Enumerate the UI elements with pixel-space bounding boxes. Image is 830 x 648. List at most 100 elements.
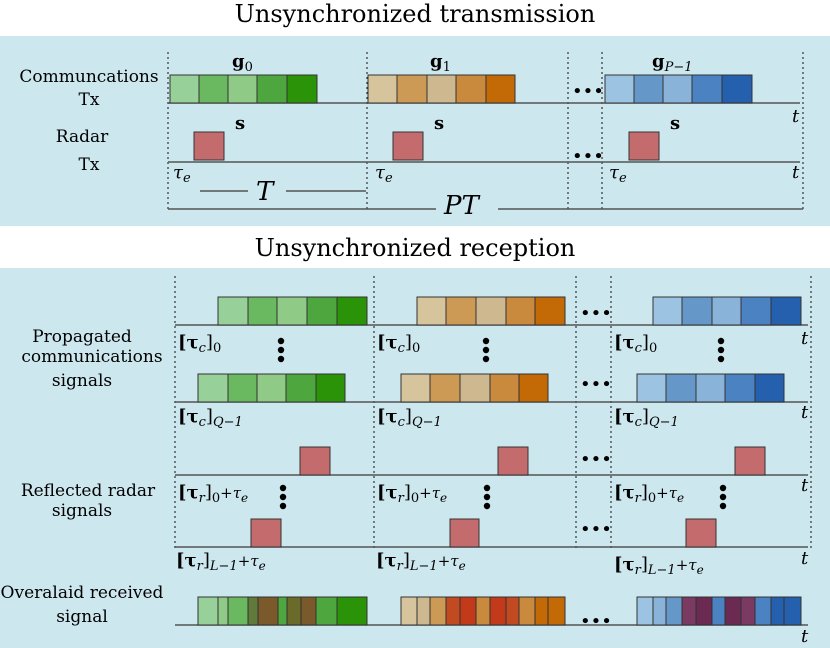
tx-panel	[0, 36, 830, 226]
rxQ-blue-1	[636, 373, 667, 403]
rx1-blue-2	[681, 296, 713, 326]
rxQ-green-2	[227, 373, 258, 403]
tau-r0-1-close: ]	[205, 482, 212, 503]
tau-cQ-label-3: [τc]Q−1	[614, 406, 679, 430]
tau-cQ-1-sub: c	[199, 415, 207, 430]
rx1-orange-2	[445, 296, 477, 326]
tau-e-1-sub: e	[183, 171, 191, 186]
rxQ-blue-2	[665, 373, 697, 403]
rxQ-orange-2	[429, 373, 461, 403]
tx-comm-blocks-gP	[604, 74, 753, 104]
tau-r0-1-e: e	[241, 491, 248, 505]
ov-green-6	[277, 596, 288, 626]
tau-cQ-2-sub: c	[398, 415, 406, 430]
tx-comm-time-label: t	[792, 106, 800, 127]
rx1-blue-3	[711, 296, 742, 326]
overlay-green-group	[197, 596, 368, 626]
g0-block-2	[198, 74, 229, 104]
tau-c0-3-idx: 0	[649, 341, 657, 356]
tau-cQ-3-sub: c	[635, 415, 643, 430]
tau-r0-2-base: [τ	[377, 482, 398, 503]
rxQ-green-5	[315, 373, 346, 403]
ov-orange-6	[475, 596, 491, 626]
tau-rL-2-close: ]	[403, 550, 410, 571]
g0-block-1	[169, 74, 200, 104]
rx-time-label-1: t	[801, 328, 809, 349]
rx-radarL-pulse-3	[685, 518, 717, 548]
tau-cQ-1-base: [τ	[178, 406, 199, 427]
g0-block-3	[227, 74, 258, 104]
gP-label: gP−1	[652, 51, 693, 75]
rx1-green-5	[336, 296, 368, 326]
rx-time-label-4: t	[801, 548, 809, 569]
overlay-blue-group	[636, 596, 802, 626]
tau-r0-label-1: [τr]0+τe	[178, 482, 248, 506]
tau-c0-label-1: [τc]0	[178, 332, 221, 356]
rx-title: Unsynchronized reception	[255, 234, 576, 262]
tau-c0-2-base: [τ	[377, 332, 398, 353]
g0-label: g0	[232, 51, 253, 75]
tau-cQ-3-idx: Q−1	[649, 415, 679, 430]
tau-rL-2-e: e	[459, 559, 466, 573]
tau-r0-2-idx: 0	[411, 491, 419, 506]
tau-r0-3-idx: 0	[648, 491, 656, 506]
tau-rL-3-base: [τ	[614, 554, 635, 575]
tx-separators	[167, 52, 804, 212]
tx-comm-blocks-g0	[169, 74, 318, 104]
rx1-orange-4	[505, 296, 536, 326]
rxQ-green-3	[256, 373, 287, 403]
prop-label-line2: communications	[21, 347, 162, 367]
tau-r0-1-idx: 0	[212, 491, 220, 506]
g0-block-5	[286, 74, 318, 104]
ov-orange-10	[534, 596, 549, 626]
tau-r0-3-plus: +τ	[656, 484, 678, 502]
tx-radar-pulses	[193, 131, 660, 161]
tau-rL-3-close: ]	[641, 554, 648, 575]
rx1-green-2	[247, 296, 278, 326]
ov-orange-3	[429, 596, 447, 626]
tau-r0-2-close: ]	[404, 482, 411, 503]
ov-orange-2	[416, 596, 431, 626]
tau-r0-label-2: [τr]0+τe	[377, 482, 447, 506]
rx-radar1-pulse-3	[734, 446, 766, 476]
rx-prop-rowQ-blue	[636, 373, 785, 403]
rx-prop-rowQ-green	[197, 373, 346, 403]
rx-prop-row1-ellipsis: •••	[580, 303, 612, 324]
rx-prop-row1-green	[217, 296, 368, 326]
ov-blue-9	[754, 596, 772, 626]
tau-r0-label-3: [τr]0+τe	[614, 482, 684, 506]
ov-orange-9	[518, 596, 536, 626]
tau-cQ-2-idx: Q−1	[412, 415, 442, 430]
tx-comm-ellipsis: •••	[572, 81, 604, 102]
tau-cQ-1-close: ]	[206, 406, 213, 427]
gP-base: g	[652, 51, 665, 72]
ov-orange-5	[459, 596, 477, 626]
tau-e-1-base: τ	[173, 162, 184, 183]
rx1-green-4	[306, 296, 338, 326]
tau-r0-2-e: e	[440, 491, 447, 505]
tau-r0-2-plus: +τ	[419, 484, 441, 502]
tau-e-label-2: τe	[375, 162, 393, 186]
rx-time-label-5: t	[801, 626, 809, 647]
tau-rL-2-idx: L−1	[409, 559, 438, 574]
tau-c0-label-2: [τc]0	[377, 332, 420, 356]
tau-e-label-3: τe	[609, 162, 627, 186]
tau-rL-1-base: [τ	[176, 550, 197, 571]
gP-block-3	[662, 74, 693, 104]
rx-prop-row1-blue	[652, 296, 802, 326]
tau-r0-3-sub: r	[635, 491, 642, 506]
tau-e-2-sub: e	[385, 171, 393, 186]
tau-c0-1-idx: 0	[213, 341, 221, 356]
rx1-orange-3	[475, 296, 507, 326]
ov-orange-11	[547, 596, 566, 626]
tau-rL-1-e: e	[259, 559, 266, 573]
tau-e-label-1: τe	[173, 162, 191, 186]
overlay-label-line2: signal	[56, 607, 108, 627]
rxQ-green-1	[197, 373, 229, 403]
ov-green-10	[336, 596, 368, 626]
ov-green-8	[300, 596, 317, 626]
tau-rL-3-e: e	[697, 563, 704, 577]
tau-r0-3-e: e	[677, 491, 684, 505]
tau-rL-1-close: ]	[203, 550, 210, 571]
tau-r0-1-plus: +τ	[220, 484, 242, 502]
